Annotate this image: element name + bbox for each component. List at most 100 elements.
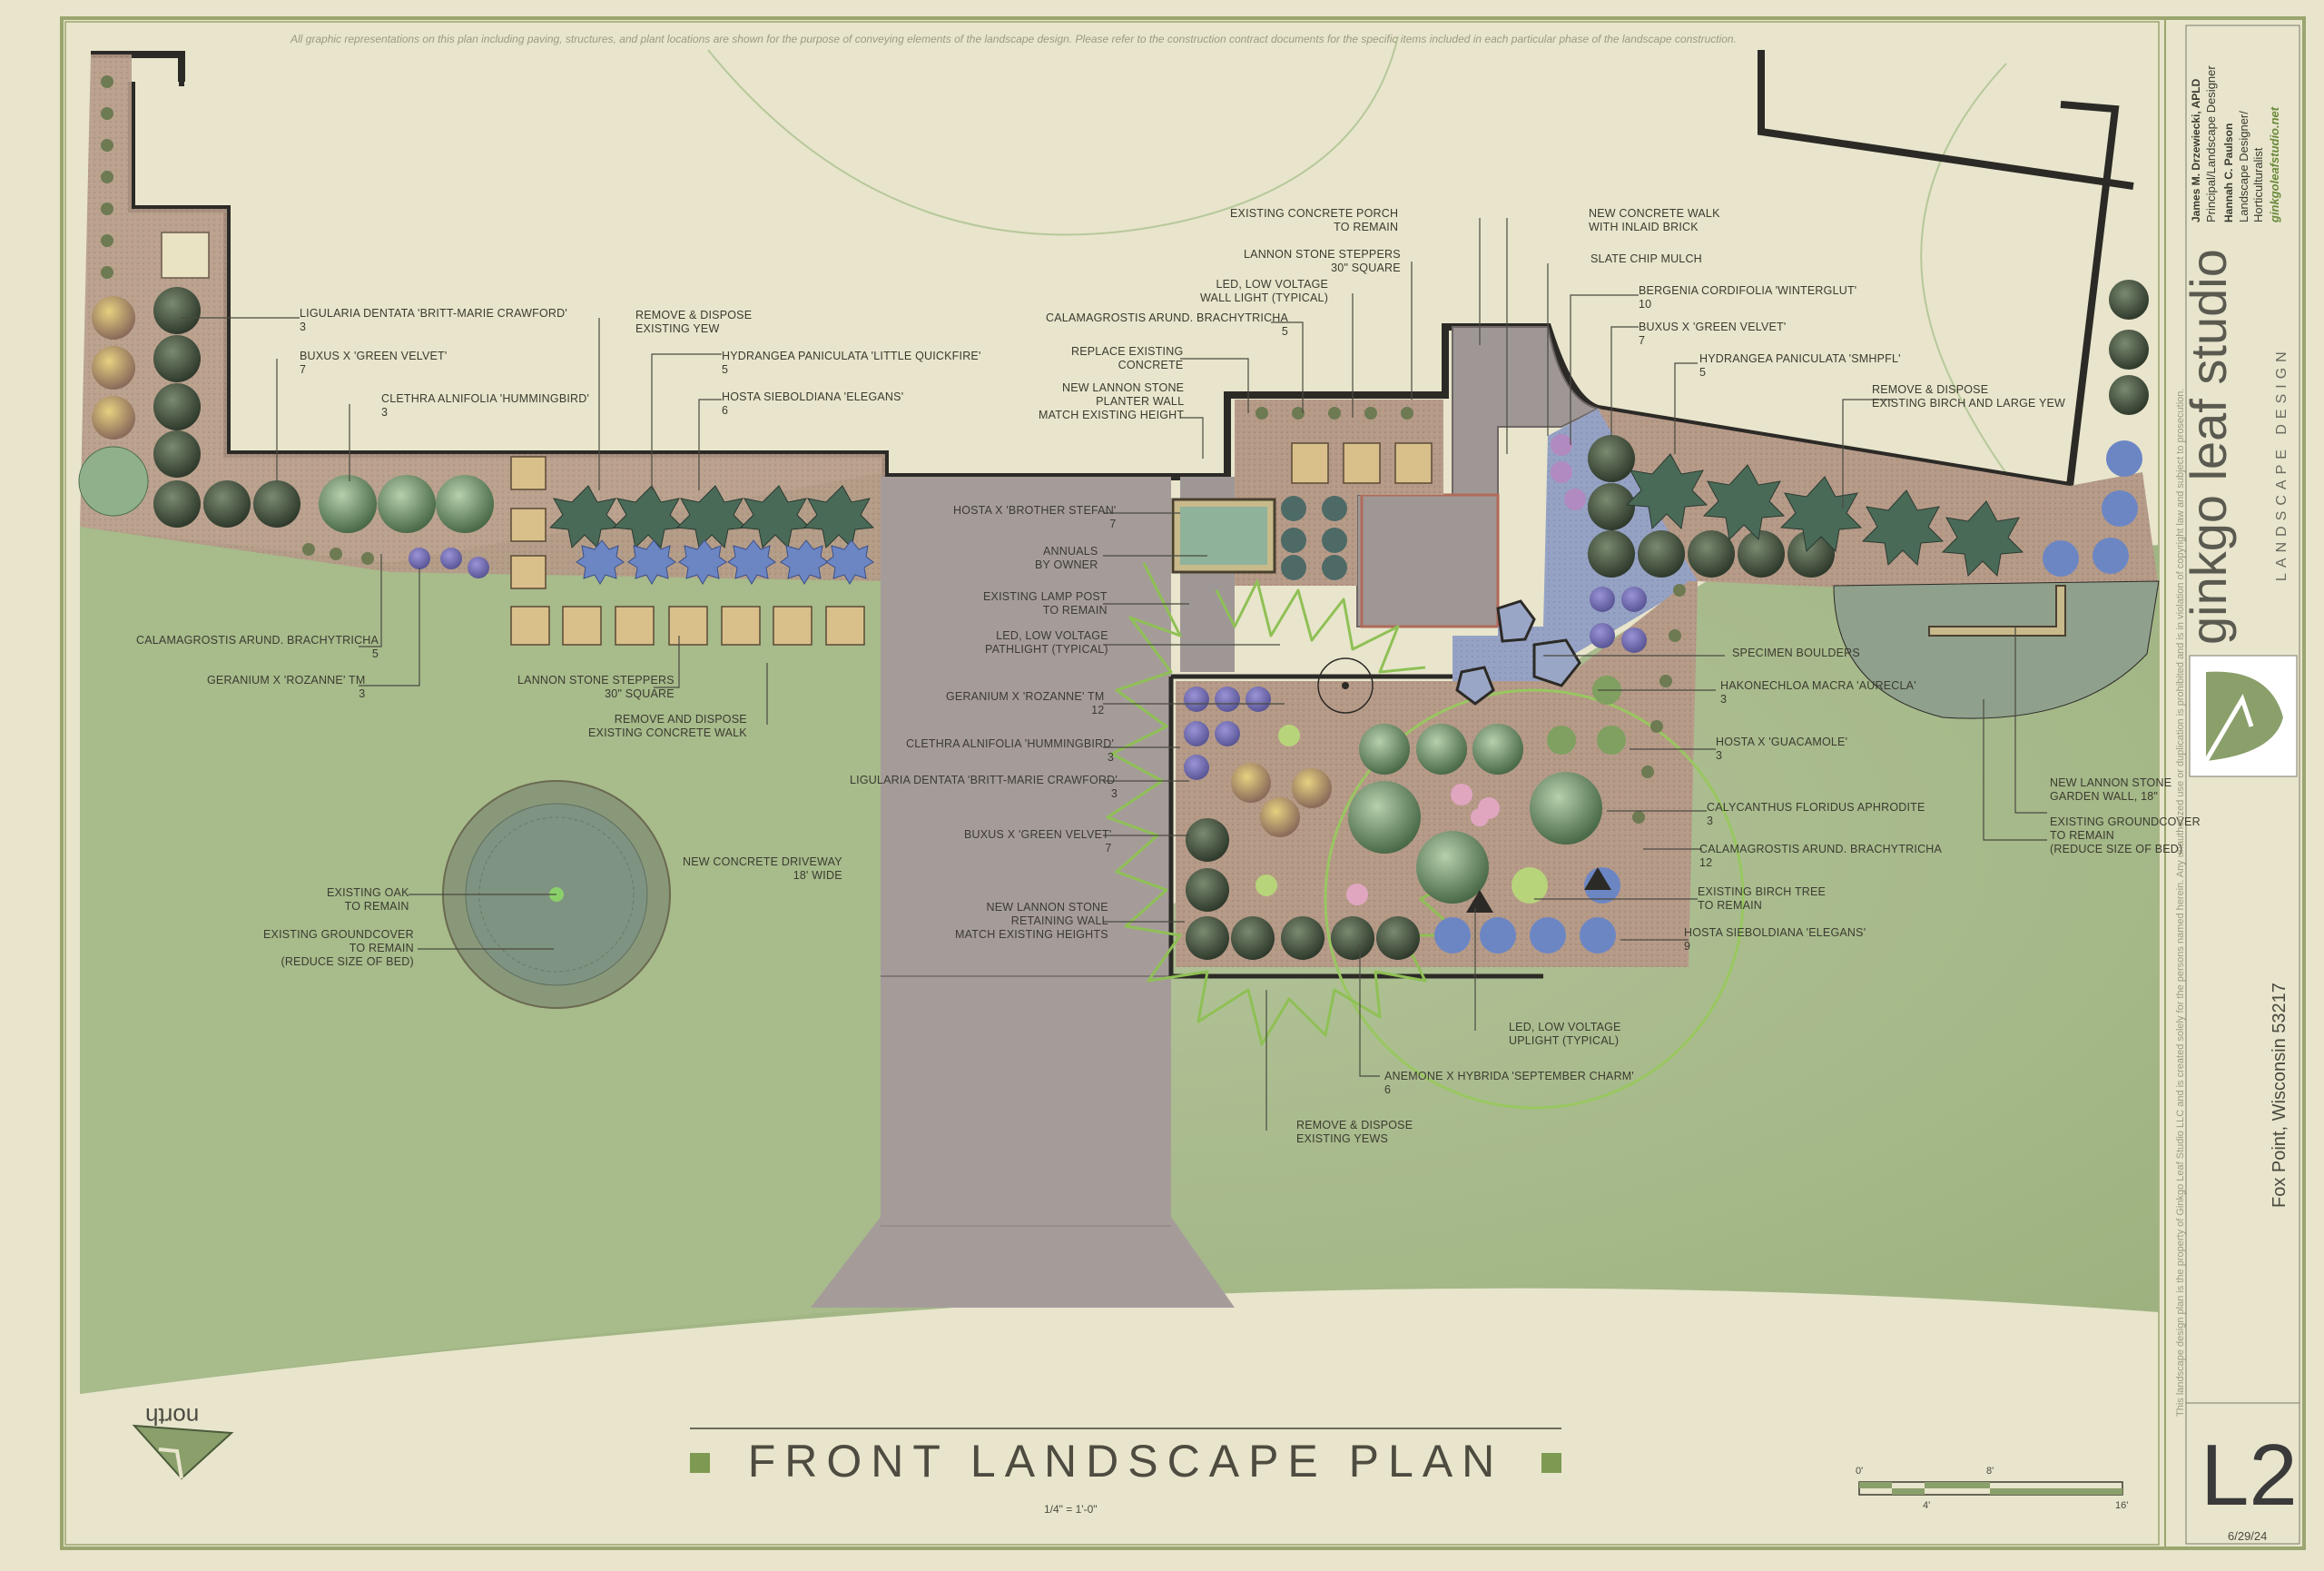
label-hydrangea-sm: HYDRANGEA PANICULATA 'SMHPFL'5 bbox=[1699, 352, 1901, 380]
label-line: HAKONECHLOA MACRA 'AURECLA' bbox=[1720, 679, 1916, 692]
label-line: MATCH EXISTING HEIGHTS bbox=[955, 928, 1108, 941]
label-line: (REDUCE SIZE OF BED) bbox=[2050, 843, 2183, 855]
left-bed-specimen bbox=[78, 446, 149, 517]
label-line: LED, LOW VOLTAGE bbox=[1216, 278, 1329, 291]
label-hosta-guac: HOSTA X 'GUACAMOLE'3 bbox=[1716, 736, 1847, 763]
label-ligularia-c: LIGULARIA DENTATA 'BRITT-MARIE CRAWFORD'… bbox=[850, 774, 1118, 801]
label-line: 7 bbox=[1639, 334, 1646, 347]
label-line: 3 bbox=[1110, 787, 1118, 800]
left-bed-ligularia bbox=[92, 296, 135, 440]
label-line: BUXUS X 'GREEN VELVET' bbox=[1639, 321, 1787, 333]
label-hakonechloa: HAKONECHLOA MACRA 'AURECLA'3 bbox=[1720, 679, 1916, 706]
north-label: north bbox=[145, 1403, 200, 1430]
designer-2-name: Hannah C. Paulson bbox=[2222, 123, 2235, 222]
lower-bed-geranium bbox=[1184, 587, 1647, 780]
plan-title-text: FRONT LANDSCAPE PLAN bbox=[747, 1436, 1504, 1487]
label-line: EXISTING CONCRETE PORCH bbox=[1230, 207, 1399, 220]
label-ligularia-tl: LIGULARIA DENTATA 'BRITT-MARIE CRAWFORD'… bbox=[300, 307, 567, 334]
label-line: CLETHRA ALNIFOLIA 'HUMMINGBIRD' bbox=[906, 737, 1115, 750]
label-buxus-tl: BUXUS X 'GREEN VELVET'7 bbox=[300, 350, 447, 377]
label-line: HOSTA X 'GUACAMOLE' bbox=[1716, 736, 1848, 748]
label-line: HOSTA SIEBOLDIANA 'ELEGANS' bbox=[1684, 926, 1866, 939]
label-line: 3 bbox=[1720, 693, 1728, 706]
label-line: REMOVE & DISPOSE bbox=[1296, 1119, 1413, 1131]
label-line: REPLACE EXISTING bbox=[1071, 345, 1184, 358]
label-line: LIGULARIA DENTATA 'BRITT-MARIE CRAWFORD' bbox=[300, 307, 567, 320]
label-line: SPECIMEN BOULDERS bbox=[1732, 647, 1860, 659]
lower-bed-buxus bbox=[1186, 818, 1420, 960]
right-bed-grasses bbox=[1632, 584, 1686, 824]
label-line: SLATE CHIP MULCH bbox=[1590, 252, 1702, 265]
lower-bed-clethra bbox=[1348, 724, 1602, 904]
label-line: NEW CONCRETE DRIVEWAY bbox=[683, 855, 842, 868]
left-bed-buxus bbox=[153, 287, 300, 528]
hydrangea-smhpfl bbox=[1625, 453, 2024, 578]
label-line: LED, LOW VOLTAGE bbox=[996, 629, 1108, 642]
left-bed-clethra bbox=[319, 475, 494, 533]
label-line: 10 bbox=[1639, 298, 1652, 311]
label-line: 30" SQUARE bbox=[605, 687, 675, 700]
hosta-brother-stefan bbox=[1281, 496, 1347, 580]
lannon-steppers-center bbox=[1291, 442, 1433, 484]
uplights bbox=[1466, 867, 1611, 913]
scale-tick-8: 8' bbox=[1986, 1466, 1994, 1477]
label-line: BY OWNER bbox=[1035, 558, 1098, 571]
title-rule bbox=[690, 1428, 1561, 1429]
label-line: EXISTING GROUNDCOVER bbox=[2050, 815, 2201, 828]
north-arrow bbox=[132, 1424, 234, 1480]
label-line: GERANIUM X 'ROZANNE' TM bbox=[207, 674, 366, 687]
label-line: EXISTING OAK bbox=[327, 886, 409, 899]
disclaimer-text: All graphic representations on this plan… bbox=[290, 33, 1737, 45]
plan-title: FRONT LANDSCAPE PLAN bbox=[690, 1428, 1561, 1491]
label-line: 6 bbox=[1384, 1083, 1392, 1096]
label-line: TO REMAIN bbox=[1698, 899, 1763, 912]
label-line: 7 bbox=[300, 363, 307, 376]
label-line: LIGULARIA DENTATA 'BRITT-MARIE CRAWFORD' bbox=[850, 774, 1118, 786]
website-link[interactable]: ginkgoleafstudio.net bbox=[2268, 106, 2281, 222]
label-anemone: ANEMONE X HYBRIDA 'SEPTEMBER CHARM'6 bbox=[1384, 1070, 1634, 1097]
label-hydrangea-lq: HYDRANGEA PANICULATA 'LITTLE QUICKFIRE'5 bbox=[722, 350, 981, 377]
label-line: LANNON STONE STEPPERS bbox=[1244, 248, 1401, 261]
label-line: NEW LANNON STONE bbox=[2050, 776, 2172, 789]
label-line: UPLIGHT (TYPICAL) bbox=[1509, 1034, 1620, 1047]
label-line: 5 bbox=[1281, 325, 1289, 338]
label-line: EXISTING YEW bbox=[635, 322, 720, 335]
scale-tick-0: 0' bbox=[1856, 1466, 1864, 1477]
label-line: REMOVE & DISPOSE bbox=[635, 309, 753, 321]
label-line: (REDUCE SIZE OF BED) bbox=[281, 955, 414, 968]
label-line: CALAMAGROSTIS ARUND. BRACHYTRICHA bbox=[1699, 843, 1943, 855]
designer-1-name: James M. Drzewiecki, APLD bbox=[2190, 78, 2202, 222]
hakonechloa bbox=[1256, 725, 1548, 904]
label-line: HYDRANGEA PANICULATA 'SMHPFL' bbox=[1699, 352, 1901, 365]
label-line: CALYCANTHUS FLORIDUS APHRODITE bbox=[1707, 801, 1925, 814]
label-line: BERGENIA CORDIFOLIA 'WINTERGLUT' bbox=[1639, 284, 1857, 297]
drawing-scale: 1/4" = 1'-0" bbox=[1044, 1503, 1098, 1516]
label-boulders: SPECIMEN BOULDERS bbox=[1732, 647, 1860, 660]
label-line: RETAINING WALL bbox=[1010, 914, 1108, 927]
label-line: 3 bbox=[381, 406, 389, 419]
label-line: CALAMAGROSTIS ARUND. BRACHYTRICHA bbox=[136, 634, 379, 647]
anemone bbox=[1346, 784, 1500, 905]
center-grasses bbox=[1256, 407, 1413, 420]
hydrangea-little-quickfire bbox=[548, 485, 875, 549]
specimen-boulders bbox=[1455, 599, 1581, 706]
label-line: 5 bbox=[371, 647, 379, 660]
label-line: PLANTER WALL bbox=[1096, 395, 1185, 408]
project-location: Fox Point, Wisconsin 53217 bbox=[2270, 983, 2290, 1208]
label-line: 12 bbox=[1091, 704, 1105, 716]
label-line: ANNUALS bbox=[1042, 545, 1098, 558]
label-line: TO REMAIN bbox=[349, 942, 414, 954]
